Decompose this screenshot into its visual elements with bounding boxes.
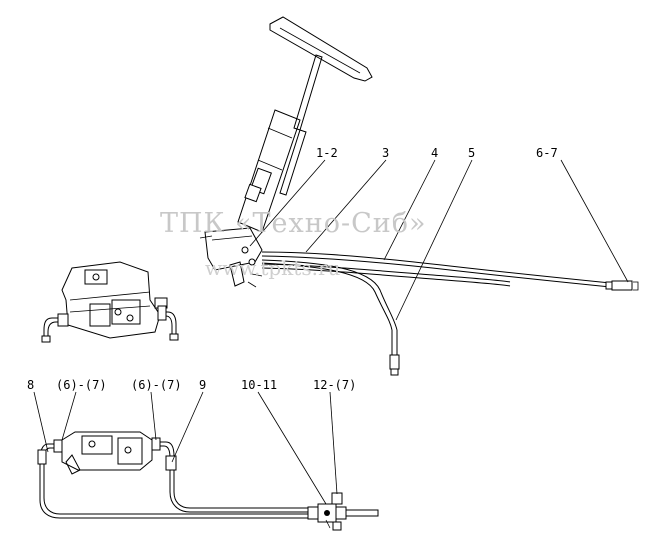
lower-assembly — [37, 431, 379, 531]
callout-6-7-left: (6)-(7) — [56, 378, 107, 392]
callout-4: 4 — [431, 146, 438, 160]
watermark-url: www.tpkts.ru — [205, 256, 341, 280]
callout-6-7-right: (6)-(7) — [131, 378, 182, 392]
watermark-brand: ТПК «Техно-Сиб» — [160, 208, 427, 239]
callout-8: 8 — [27, 378, 34, 392]
callout-6-7: 6-7 — [536, 146, 558, 160]
callout-3: 3 — [382, 146, 389, 160]
upper-hoses — [261, 251, 639, 291]
callout-10-11: 10-11 — [241, 378, 277, 392]
hose-5 — [261, 259, 400, 376]
leader-lines — [33, 159, 629, 505]
callout-1-2: 1-2 — [316, 146, 338, 160]
callout-12-7: 12-(7) — [313, 378, 356, 392]
callout-9: 9 — [199, 378, 206, 392]
control-valve-left — [41, 261, 179, 343]
steering-column — [199, 16, 373, 288]
callout-5: 5 — [468, 146, 475, 160]
